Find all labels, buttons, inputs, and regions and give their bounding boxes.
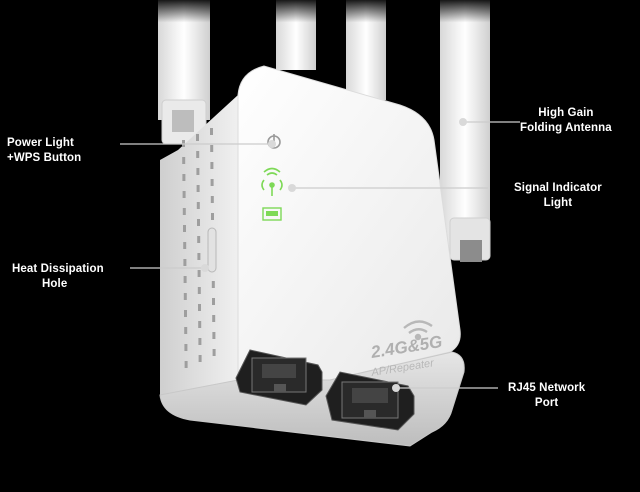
heat-hole	[210, 196, 214, 203]
heat-hole	[198, 304, 201, 311]
heat-hole	[197, 236, 201, 243]
callout-heat-line2: Hole	[42, 278, 68, 290]
heat-hole	[183, 225, 186, 232]
heat-hole	[196, 202, 200, 209]
marker-rj45	[392, 384, 400, 392]
heat-hole	[184, 361, 188, 368]
device-front-face	[237, 65, 461, 381]
callout-rj45-line1: RJ45 Network	[508, 382, 586, 394]
callout-power-line2: +WPS Button	[7, 152, 82, 164]
marker-antenna	[459, 118, 467, 126]
heat-hole	[183, 276, 187, 283]
heat-hole	[211, 213, 214, 220]
marker-signal	[288, 184, 296, 192]
heat-hole	[210, 179, 214, 186]
heat-hole	[212, 332, 216, 339]
heat-hole	[197, 219, 200, 226]
signal-icon	[261, 179, 283, 196]
callout-antenna-line2: Folding Antenna	[520, 122, 612, 134]
callout-signal: Signal Indicator Light	[514, 181, 602, 211]
callout-rj45: RJ45 Network Port	[508, 381, 585, 411]
device-side-panel	[160, 95, 238, 395]
callout-signal-line2: Light	[543, 197, 573, 209]
heat-hole	[182, 174, 186, 181]
callout-rj45-line2: Port	[534, 397, 559, 409]
heat-hole	[196, 168, 200, 175]
heat-hole	[183, 242, 187, 249]
heat-hole	[198, 355, 202, 362]
heat-hole	[183, 293, 187, 300]
heat-hole	[197, 287, 201, 294]
heat-hole	[212, 298, 215, 305]
side-button[interactable]	[207, 227, 217, 273]
heat-hole	[197, 253, 201, 260]
repeater-device: 2.4G&5G AP/Repeater	[159, 65, 465, 447]
heat-hole	[196, 151, 200, 158]
antenna-group	[150, 0, 500, 262]
marker-power	[268, 140, 276, 148]
heat-hole	[184, 327, 188, 334]
heat-hole	[197, 270, 201, 277]
heat-hole	[182, 157, 186, 164]
rj45-port-right[interactable]	[325, 371, 415, 431]
callout-power-line1: Power Light	[7, 137, 74, 149]
marker-heat	[201, 264, 209, 272]
heat-hole	[183, 259, 187, 266]
callout-heat-line1: Heat Dissipation	[12, 263, 104, 275]
heat-hole	[198, 338, 202, 345]
heat-hole	[196, 185, 200, 192]
heat-dissipation-holes	[182, 128, 216, 368]
heat-hole	[198, 321, 202, 328]
heat-hole	[184, 344, 188, 351]
heat-hole	[196, 134, 199, 141]
heat-hole	[182, 208, 186, 215]
heat-hole	[211, 281, 215, 288]
rj45-port-left[interactable]	[235, 349, 323, 406]
callout-antenna-line1: High Gain	[538, 107, 594, 119]
wifi-logo-icon	[403, 320, 433, 341]
callout-signal-line1: Signal Indicator	[514, 182, 602, 194]
callout-lines	[120, 121, 520, 389]
heat-hole	[212, 349, 216, 356]
heat-hole	[210, 145, 214, 152]
heat-hole	[210, 162, 214, 169]
callout-power: Power Light +WPS Button	[7, 136, 81, 166]
callout-heat: Heat Dissipation Hole	[12, 262, 104, 292]
wifi-icon	[263, 167, 281, 176]
callout-antenna: High Gain Folding Antenna	[520, 106, 612, 136]
heat-hole	[184, 310, 187, 317]
heat-hole	[212, 315, 216, 322]
lan-port-icon	[262, 207, 282, 221]
heat-hole	[210, 128, 213, 135]
heat-hole	[182, 191, 186, 198]
callout-markers	[201, 118, 467, 392]
